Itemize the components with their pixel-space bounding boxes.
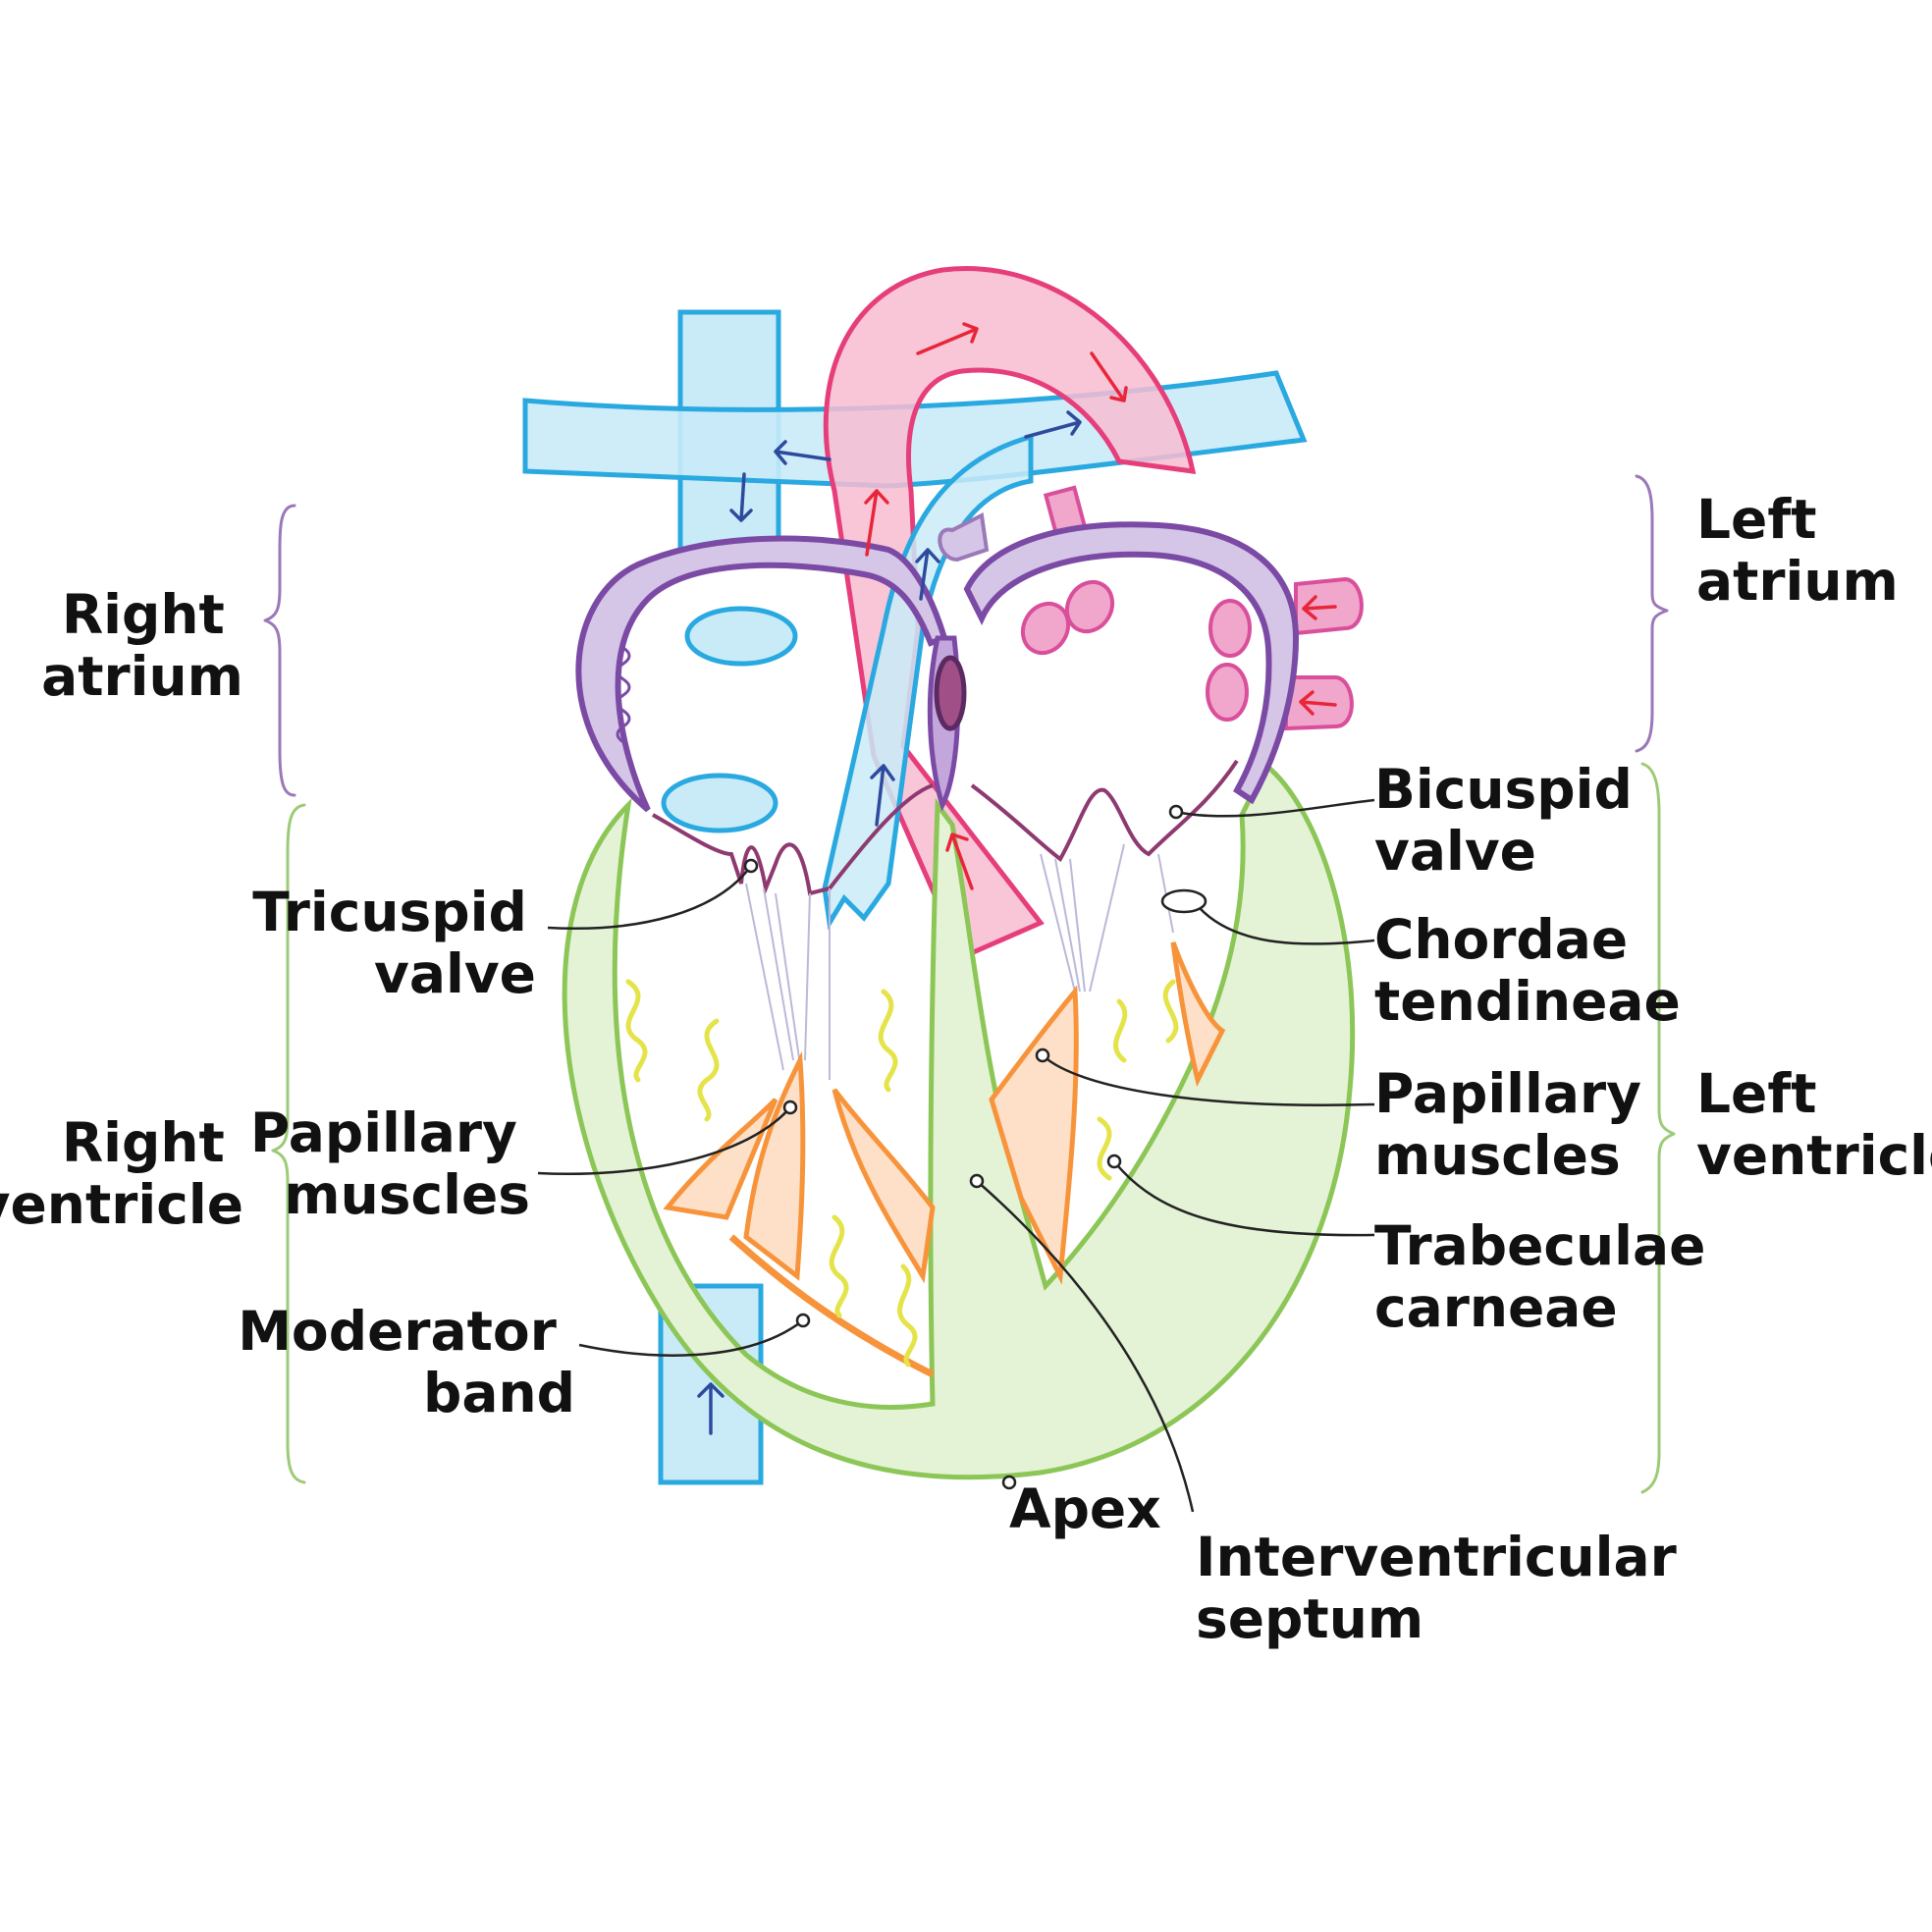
aortic-arch — [823, 266, 1197, 961]
label-papillary-muscles-right-side: Papillary muscles — [1374, 1062, 1660, 1187]
brace-right-atrium — [263, 504, 296, 797]
pin-papillary-muscles-right-side — [1035, 1047, 1050, 1063]
brace-left-atrium — [1635, 474, 1669, 753]
chordae-tendineae-right — [745, 883, 831, 1080]
pin-apex — [1001, 1475, 1017, 1490]
label-left-ventricle: Left ventricle — [1696, 1062, 1932, 1187]
leader-bicuspid-valve — [1175, 798, 1375, 818]
pv-opening-4 — [1206, 663, 1249, 722]
chordae-tendineae-marker — [1160, 888, 1208, 914]
leader-papillary-muscles-left-side — [537, 1106, 791, 1175]
label-trabeculae-carneae: Trabeculae carneae — [1374, 1214, 1725, 1339]
pin-trabeculae-carneae — [1106, 1154, 1122, 1169]
label-moderator-band: Moderator band — [238, 1300, 575, 1424]
pulmonary-trunk — [822, 433, 1034, 931]
moderator-band-shape — [728, 1234, 935, 1378]
label-right-atrium: Right atrium — [41, 583, 243, 708]
flow-arrows-blue — [697, 410, 1082, 1435]
pin-moderator-band — [795, 1313, 811, 1328]
chordae-tendineae-left — [1040, 843, 1174, 993]
papillary-muscles-right — [663, 1050, 936, 1284]
pin-bicuspid-valve — [1168, 804, 1184, 820]
leader-trabeculae-carneae — [1113, 1160, 1375, 1237]
pin-papillary-muscles-left-side — [782, 1100, 798, 1115]
label-left-atrium: Left atrium — [1696, 488, 1899, 613]
pv-opening-1 — [1064, 579, 1115, 634]
brace-left-ventricle — [1640, 762, 1676, 1494]
pv-opening-3 — [1208, 599, 1252, 658]
tricuspid-valve-leaflets — [652, 783, 934, 896]
leader-papillary-muscles-right-side — [1042, 1054, 1375, 1107]
brace-right-ventricle — [271, 803, 306, 1484]
leader-moderator-band — [578, 1319, 804, 1357]
leader-chordae-tendineae — [1199, 907, 1375, 945]
ivc-opening — [661, 773, 778, 833]
right-atrium-wall — [575, 535, 948, 813]
left-atrium-wall — [963, 521, 1300, 805]
label-bicuspid-valve: Bicuspid valve — [1374, 758, 1651, 883]
bicuspid-valve-leaflets — [970, 759, 1239, 862]
label-chordae-tendineae: Chordae tendineae — [1374, 908, 1681, 1033]
flow-arrows-red — [864, 322, 1337, 890]
leader-tricuspid-valve — [547, 865, 753, 930]
label-tricuspid-valve: Tricuspid valve — [252, 881, 546, 1005]
label-interventricular-septum: Interventricular septum — [1196, 1526, 1695, 1650]
pulmonary-vein-upper-middle — [938, 511, 990, 563]
label-apex: Apex — [1009, 1477, 1161, 1540]
label-papillary-muscles-left-side: Papillary muscles — [250, 1101, 536, 1226]
svc-opening — [684, 606, 798, 667]
trabeculae-carneae-squiggles — [625, 979, 1179, 1368]
pv-opening-2 — [1020, 601, 1071, 656]
papillary-muscles-left — [989, 941, 1226, 1285]
pin-tricuspid-valve — [743, 858, 759, 874]
fossa-ovalis — [934, 655, 967, 731]
pectinate-squiggle — [616, 646, 631, 744]
label-right-ventricle: Right ventricle — [0, 1111, 243, 1236]
pin-interventricular-septum — [969, 1173, 985, 1189]
leader-interventricular-septum — [976, 1180, 1195, 1513]
